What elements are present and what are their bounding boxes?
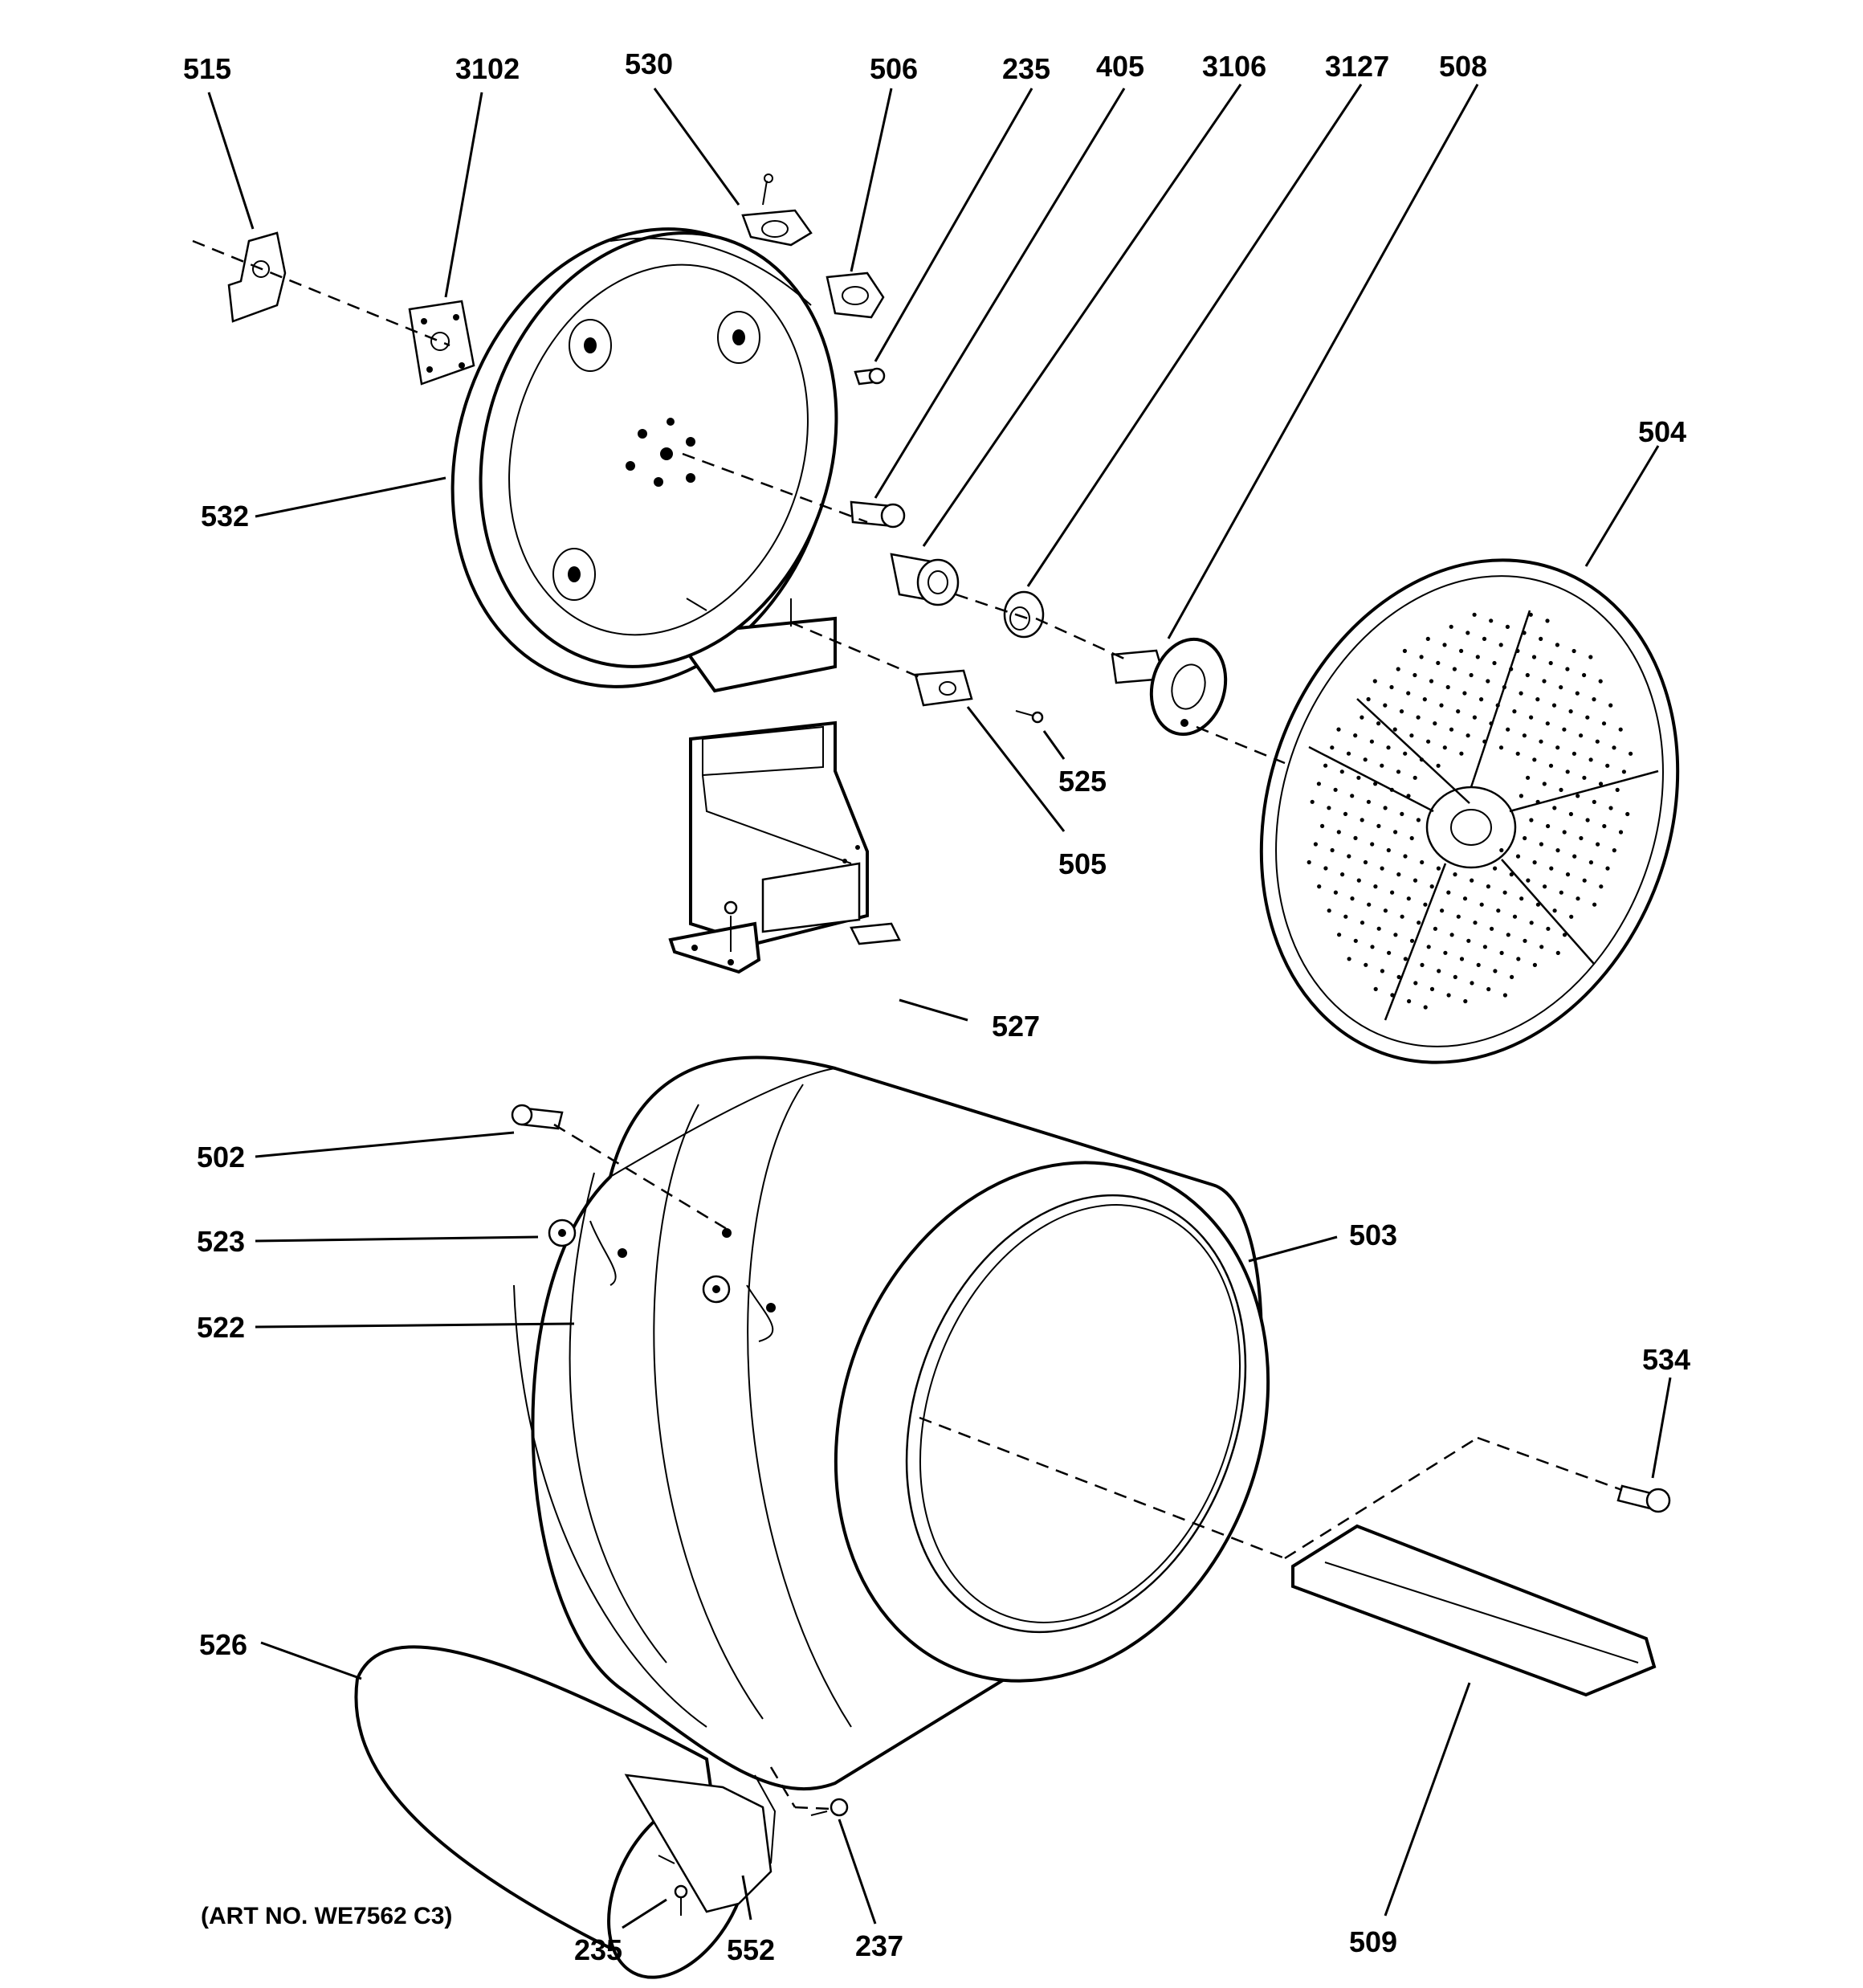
rear-bulkhead-part xyxy=(450,227,838,693)
pad-505-part xyxy=(914,669,973,707)
callout-labels: 515 3102 530 506 235 405 3106 3127 508 5… xyxy=(183,47,1690,1966)
duct-527-part xyxy=(668,720,901,974)
callout-534: 534 xyxy=(1642,1343,1690,1376)
screw-502-part xyxy=(511,1104,564,1130)
slide-509-part xyxy=(1291,1524,1657,1697)
thermostat-506-part xyxy=(826,271,885,319)
callout-237: 237 xyxy=(855,1929,903,1962)
assembly-lines xyxy=(192,239,1623,1810)
screw-525-part xyxy=(1015,710,1044,724)
callout-515: 515 xyxy=(183,52,231,85)
callout-505: 505 xyxy=(1058,847,1107,880)
callout-532: 532 xyxy=(201,500,249,533)
callout-3102: 3102 xyxy=(455,52,520,85)
thermostat-530-part xyxy=(741,173,813,247)
leader-lines xyxy=(207,84,1672,1929)
callout-552: 552 xyxy=(727,1933,775,1966)
plate-3102-part xyxy=(408,300,475,386)
drum-back-504-part xyxy=(1259,558,1680,1064)
callout-522: 522 xyxy=(197,1311,245,1344)
callout-508: 508 xyxy=(1439,50,1487,83)
drum-503-part xyxy=(513,1055,1270,1791)
screw-237-part xyxy=(810,1798,849,1817)
callout-503: 503 xyxy=(1349,1219,1397,1251)
callout-506: 506 xyxy=(870,52,918,85)
bolt-405-part xyxy=(850,500,906,529)
shaft-508-part xyxy=(1111,637,1228,737)
callout-502: 502 xyxy=(197,1141,245,1174)
screw-534-part xyxy=(1616,1484,1671,1513)
washer-3127-part xyxy=(1003,590,1045,639)
bearing-3106-part xyxy=(890,553,960,606)
callout-530: 530 xyxy=(625,47,673,80)
bracket-515-part xyxy=(227,231,287,323)
callout-3106: 3106 xyxy=(1202,50,1266,83)
callout-527: 527 xyxy=(992,1010,1040,1043)
callout-523: 523 xyxy=(197,1225,245,1258)
callout-235-bottom: 235 xyxy=(574,1933,622,1966)
callout-235-top: 235 xyxy=(1002,52,1050,85)
art-number: (ART NO. WE7562 C3) xyxy=(201,1903,452,1929)
callout-526: 526 xyxy=(199,1628,247,1661)
heater-526-part xyxy=(354,1645,777,1979)
callout-525: 525 xyxy=(1058,765,1107,798)
screw-235-top-part xyxy=(854,367,886,386)
callout-504: 504 xyxy=(1638,415,1686,448)
callout-3127: 3127 xyxy=(1325,50,1389,83)
callout-509: 509 xyxy=(1349,1925,1397,1958)
callout-405: 405 xyxy=(1096,50,1144,83)
perforation-pattern xyxy=(1307,612,1633,1010)
